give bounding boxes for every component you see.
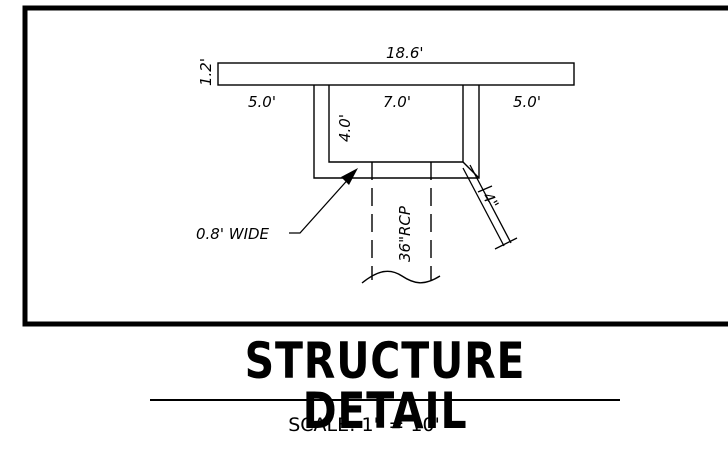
drawing-title: STRUCTURE DETAIL xyxy=(244,332,526,440)
corner-chamfer xyxy=(462,161,480,179)
slope-tick xyxy=(477,185,493,193)
box-outer-wall xyxy=(313,85,480,179)
left-overhang-label: 5.0' xyxy=(248,93,276,111)
top-width-label: 18.6' xyxy=(386,44,424,62)
top-slab xyxy=(217,62,575,86)
slope-cap-bottom xyxy=(494,237,518,250)
drawing-frame xyxy=(22,5,728,327)
wall-width-leader xyxy=(289,174,353,234)
box-width-label: 7.0' xyxy=(383,93,411,111)
right-overhang-label: 5.0' xyxy=(513,93,541,111)
pipe-break-line xyxy=(361,270,441,284)
box-inner-wall xyxy=(328,85,464,163)
scale-note: SCALE: 1" = 10' xyxy=(288,414,440,436)
slope-line-right xyxy=(469,164,512,244)
title-underline xyxy=(150,399,620,401)
slope-line-left xyxy=(462,167,505,247)
box-depth-label: 4.0' xyxy=(336,114,354,142)
pipe-label: 36"RCP xyxy=(396,205,414,262)
leader-arrowhead xyxy=(341,168,358,185)
slope-label: 4" xyxy=(479,189,503,212)
slab-thickness-label: 1.2' xyxy=(197,58,215,86)
wall-width-label: 0.8' WIDE xyxy=(196,225,270,243)
